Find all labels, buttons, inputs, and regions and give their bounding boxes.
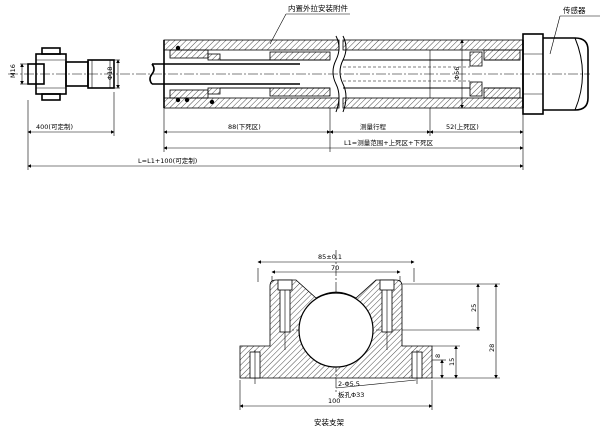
- piston-rod: [149, 63, 300, 85]
- label-width-100: 100: [328, 397, 340, 405]
- label-stroke: 测量行程: [360, 122, 387, 131]
- dim-phi18: Φ18: [106, 59, 120, 89]
- label-h-8: 8: [434, 354, 442, 358]
- sensor-head: [522, 33, 589, 115]
- label-width-70: 70: [331, 264, 339, 272]
- dim-phi56: Φ56: [453, 39, 464, 109]
- bracket-callouts: 2-Φ5.5 板孔Φ33: [335, 379, 417, 399]
- label-h-28: 28: [488, 344, 496, 352]
- rod-end-fitting: [27, 47, 115, 101]
- label-inner-wire: 内置外拉安装附件: [288, 3, 348, 13]
- label-dim-l: L=L1+100(可定制): [138, 156, 197, 165]
- bracket-dims-top: 85±0.1 70: [257, 253, 415, 282]
- label-phi56: Φ56: [453, 67, 461, 80]
- label-dead-52: 52(上死区): [446, 122, 479, 131]
- label-dim-l1: L1=测量范围+上死区+下死区: [344, 138, 434, 147]
- label-h-25: 25: [470, 304, 478, 312]
- label-h-15: 15: [448, 358, 456, 366]
- label-phi18: Φ18: [106, 67, 114, 80]
- label-holes: 2-Φ5.5: [338, 380, 360, 388]
- label-len-400: 400(可定制): [36, 122, 73, 131]
- sensor-assembly: M16 Φ18: [8, 3, 600, 170]
- bracket-title: 安装支架: [314, 417, 344, 427]
- bore-circle: [298, 292, 374, 368]
- bolt-holes: [249, 279, 423, 384]
- label-m16: M16: [9, 64, 17, 78]
- dims-horizontal: 400(可定制) 88(下死区) 测量行程 52(上死区) L1=测量范围+上死…: [27, 92, 524, 170]
- label-dead-88: 88(下死区): [228, 123, 261, 131]
- label-width-85: 85±0.1: [318, 253, 342, 261]
- cylinder-body-left: [163, 39, 340, 109]
- cylinder-body-right: [342, 39, 524, 109]
- leaders: 内置外拉安装附件 传感器: [269, 3, 600, 55]
- label-bore: 板孔Φ33: [338, 390, 364, 399]
- bracket-dims-bottom: 100: [239, 380, 433, 410]
- dim-m16: M16: [9, 63, 28, 85]
- bracket-dims-right: 25 28 15 8: [402, 283, 500, 379]
- mounting-bracket: 85±0.1 70 25 28 15 8 2-Φ5.5 板孔: [239, 250, 500, 427]
- label-sensor: 传感器: [563, 5, 586, 15]
